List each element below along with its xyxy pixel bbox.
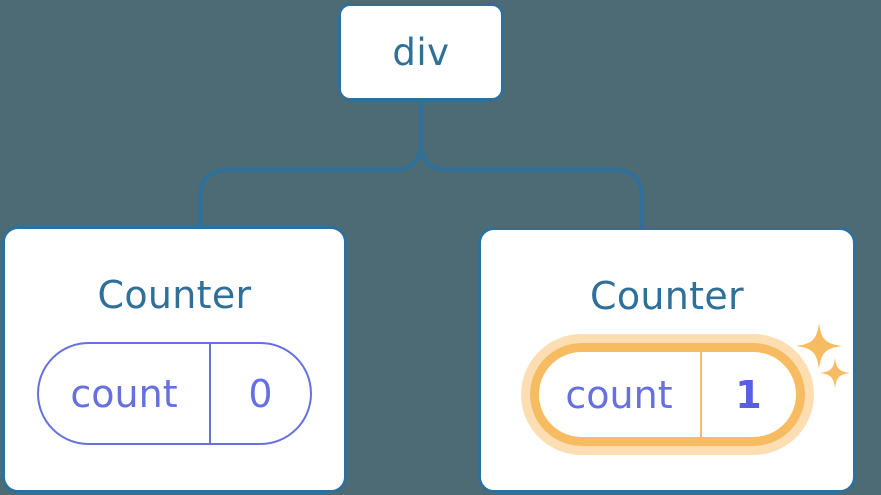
state-pill-left[interactable]: count 0 [37, 342, 312, 445]
node-div[interactable]: div [338, 3, 504, 101]
state-pill-right[interactable]: count 1 [529, 343, 805, 446]
state-key-right: count [539, 352, 702, 437]
state-pill-left-wrapper: count 0 [37, 342, 312, 445]
node-div-label: div [392, 30, 450, 74]
connector-left [198, 98, 423, 228]
state-pill-right-wrapper: count 1 [520, 334, 814, 455]
state-pill-right-glow [520, 334, 814, 455]
state-value-right: 1 [735, 372, 762, 417]
state-key-left: count [39, 344, 211, 443]
node-counter-left-title: Counter [97, 273, 252, 317]
node-counter-right-title: Counter [590, 274, 744, 318]
node-counter-right[interactable]: Counter count 1 [478, 227, 856, 493]
connector-right [419, 98, 644, 229]
node-counter-left[interactable]: Counter count 0 [2, 226, 347, 493]
state-value-left: 0 [248, 371, 273, 416]
